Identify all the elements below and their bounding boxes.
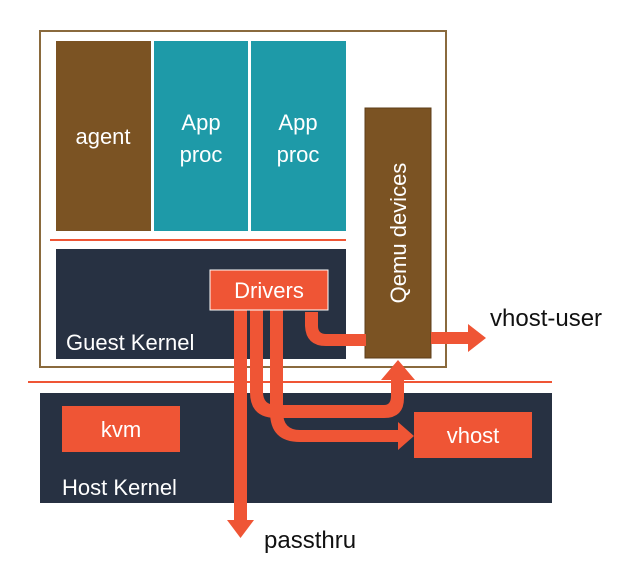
drivers-to-qemu-arrow	[305, 312, 366, 346]
app-proc-1-line1: App	[181, 110, 220, 135]
agent-label: agent	[75, 124, 130, 149]
passthru-arrow-head	[227, 520, 254, 538]
kvm-box	[62, 406, 180, 452]
guest-kernel-label: Guest Kernel	[66, 330, 194, 355]
app-proc-2-line1: App	[278, 110, 317, 135]
drivers-to-qemu-loop	[250, 308, 415, 418]
data-path-arrows	[227, 308, 486, 538]
app-proc-1-line2: proc	[180, 142, 223, 167]
vhost-user-label: vhost-user	[490, 305, 602, 332]
vhost-user-arrow	[431, 324, 486, 352]
agent-box	[56, 41, 151, 231]
drivers-to-vhost-pipe	[270, 308, 414, 450]
qemu-devices-box	[364, 107, 432, 359]
app-proc-box-2	[251, 41, 346, 231]
app-proc-2-line2: proc	[277, 142, 320, 167]
passthru-pipe	[234, 308, 247, 521]
vhost-label: vhost	[447, 423, 500, 448]
vhost-box	[414, 412, 532, 458]
drivers-box	[209, 269, 329, 311]
kvm-label: kvm	[101, 417, 141, 442]
drivers-label: Drivers	[234, 278, 304, 303]
qemu-devices-label: Qemu devices	[386, 163, 411, 304]
host-kernel-label: Host Kernel	[62, 475, 177, 500]
passthru-label: passthru	[264, 527, 356, 554]
app-proc-box-1	[154, 41, 248, 231]
